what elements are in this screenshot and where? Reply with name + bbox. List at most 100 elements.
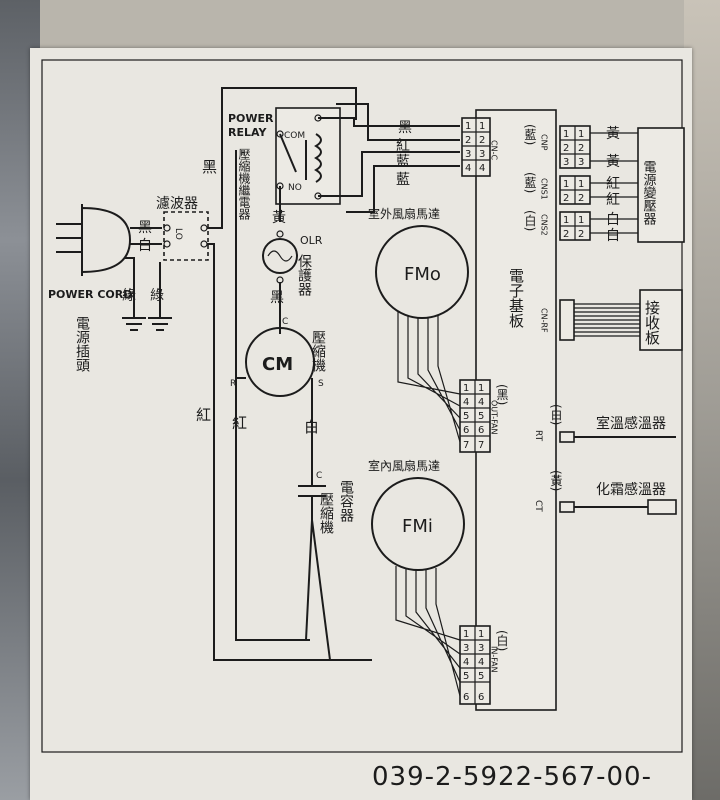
label-cn-c: CN-C: [490, 140, 499, 160]
cnp-pin-2: 2: [563, 143, 569, 154]
label-compressor-relay: 壓縮機繼電器: [237, 148, 251, 221]
cnc-pin-4b: 4: [479, 163, 485, 174]
label-transformer: 電源變壓器: [641, 160, 657, 226]
wire-white-main: [207, 243, 372, 661]
out-fan-pin-7: 7: [463, 440, 469, 451]
label-tr-red-2: 紅: [606, 192, 620, 208]
sensor-room: [559, 431, 676, 443]
cns2-pin-1: 1: [563, 215, 569, 226]
plug-ground-wire-1: [124, 257, 135, 318]
out-fan-pin-4: 4: [463, 397, 469, 408]
in-fan-pin-6b: 6: [478, 692, 484, 703]
label-receiver: 接收板: [643, 300, 661, 345]
cnp-pin-1: 1: [563, 129, 569, 140]
olr-element: [267, 250, 293, 262]
cns1-pin-2: 2: [563, 193, 569, 204]
label-cns2-white: (白): [523, 210, 537, 231]
wire-cap-bottom: [305, 496, 331, 661]
label-cnc-blue-1: 藍: [396, 154, 410, 170]
label-cnp-blue: (藍): [523, 124, 537, 145]
label-ct-yellow: (黃): [549, 470, 563, 491]
plug-body: [81, 206, 132, 274]
filter-terminal-2: [163, 240, 171, 248]
label-cn-infan: IN-FAN: [490, 646, 499, 673]
out-fan-pin-1b: 1: [478, 383, 484, 394]
filter-terminal-1: [163, 224, 171, 232]
cnc-pin-2a: 2: [465, 135, 471, 146]
wire-relay-to-cnc-4: [346, 165, 460, 213]
label-filter: 濾波器: [156, 196, 198, 212]
label-infan-white: (白): [495, 630, 509, 651]
label-tr-red-1: 紅: [606, 176, 620, 192]
out-fan-pin-7b: 7: [478, 440, 484, 451]
label-cnc-black: 黑: [398, 120, 412, 136]
compressor-motor-symbol: [245, 327, 315, 397]
cns2-pin-1b: 1: [578, 215, 584, 226]
out-fan-pin-5: 5: [463, 411, 469, 422]
label-wire-red-2: 紅: [232, 414, 247, 432]
out-fan-pin-6: 6: [463, 425, 469, 436]
power-relay-box: [275, 107, 341, 205]
wire-relay-to-cnc-3: [336, 103, 460, 141]
label-outdoor-fan: 室外風扇馬達: [368, 206, 440, 221]
label-plug-black: 黑: [138, 220, 152, 236]
cns2-pin-2b: 2: [578, 229, 584, 240]
noise-filter-box: [163, 211, 209, 261]
olr-symbol: [262, 238, 298, 274]
cnp-pin-3: 3: [563, 157, 569, 168]
label-tr-white-2: 白: [606, 228, 620, 244]
in-fan-pin-3: 3: [463, 643, 469, 654]
receiver-box: [639, 289, 683, 351]
label-power-plug: 電源插頭: [74, 316, 90, 372]
in-fan-pin-5b: 5: [478, 671, 484, 682]
cns2-pin-2: 2: [563, 229, 569, 240]
label-cn-sig1: CNS1: [540, 178, 549, 200]
out-fan-pin-1: 1: [463, 383, 469, 394]
label-defrost-sensor: 化霜感溫器: [596, 481, 666, 498]
in-fan-pin-3b: 3: [478, 643, 484, 654]
label-cns1-blue: (藍): [523, 172, 537, 193]
wire-relay-to-cnc-1: [318, 117, 460, 127]
relay-com-terminal: [276, 130, 284, 138]
cns1-pin-2b: 2: [578, 193, 584, 204]
label-fmo: FMo: [404, 264, 441, 285]
wire-red-main: [235, 150, 310, 641]
sensor-defrost: [559, 499, 677, 515]
part-number-code: 039-2-5922-567-00-: [372, 762, 652, 792]
transformer-box: [637, 127, 685, 243]
cns1-pin-1b: 1: [578, 179, 584, 190]
label-relay-com: COM: [284, 131, 305, 141]
label-olr: OLR: [300, 234, 323, 247]
cnc-pin-3b: 3: [479, 149, 485, 160]
outdoor-fan-motor-symbol: [375, 225, 469, 319]
cnp-pin-2b: 2: [578, 143, 584, 154]
cnc-pin-2b: 2: [479, 135, 485, 146]
label-cn-rf: CN-RF: [540, 308, 549, 333]
connector-in-fan: [459, 625, 491, 705]
label-power-relay-1: POWER: [228, 112, 274, 125]
label-ct: CT: [533, 500, 543, 512]
label-relay-no: NO: [288, 183, 302, 193]
in-fan-pin-4b: 4: [478, 657, 484, 668]
label-filter-lo: LO: [173, 228, 183, 240]
diagram-frame: [41, 59, 683, 753]
label-cn-opt: CNP: [540, 134, 549, 151]
cns1-pin-1: 1: [563, 179, 569, 190]
label-power-cord: POWER CORD: [48, 288, 132, 301]
wire-black-main: [207, 87, 357, 229]
in-fan-pin-1b: 1: [478, 629, 484, 640]
out-fan-pin-4b: 4: [478, 397, 484, 408]
label-ground-green-2: 綠: [150, 288, 164, 304]
cnc-pin-4a: 4: [465, 163, 471, 174]
connector-cn-c: [461, 117, 491, 177]
in-fan-pin-5: 5: [463, 671, 469, 682]
in-fan-pin-6: 6: [463, 692, 469, 703]
label-ground-green-1: 綠: [122, 288, 136, 304]
label-cm: CM: [262, 354, 293, 375]
label-fmi: FMi: [402, 516, 433, 537]
relay-switch-arm: [279, 133, 297, 173]
label-compressor-2: 壓縮機: [318, 492, 334, 535]
label-protector: 保護器: [296, 254, 312, 296]
label-cm-s: S: [318, 379, 324, 389]
label-tr-white-1: 白: [606, 212, 620, 228]
